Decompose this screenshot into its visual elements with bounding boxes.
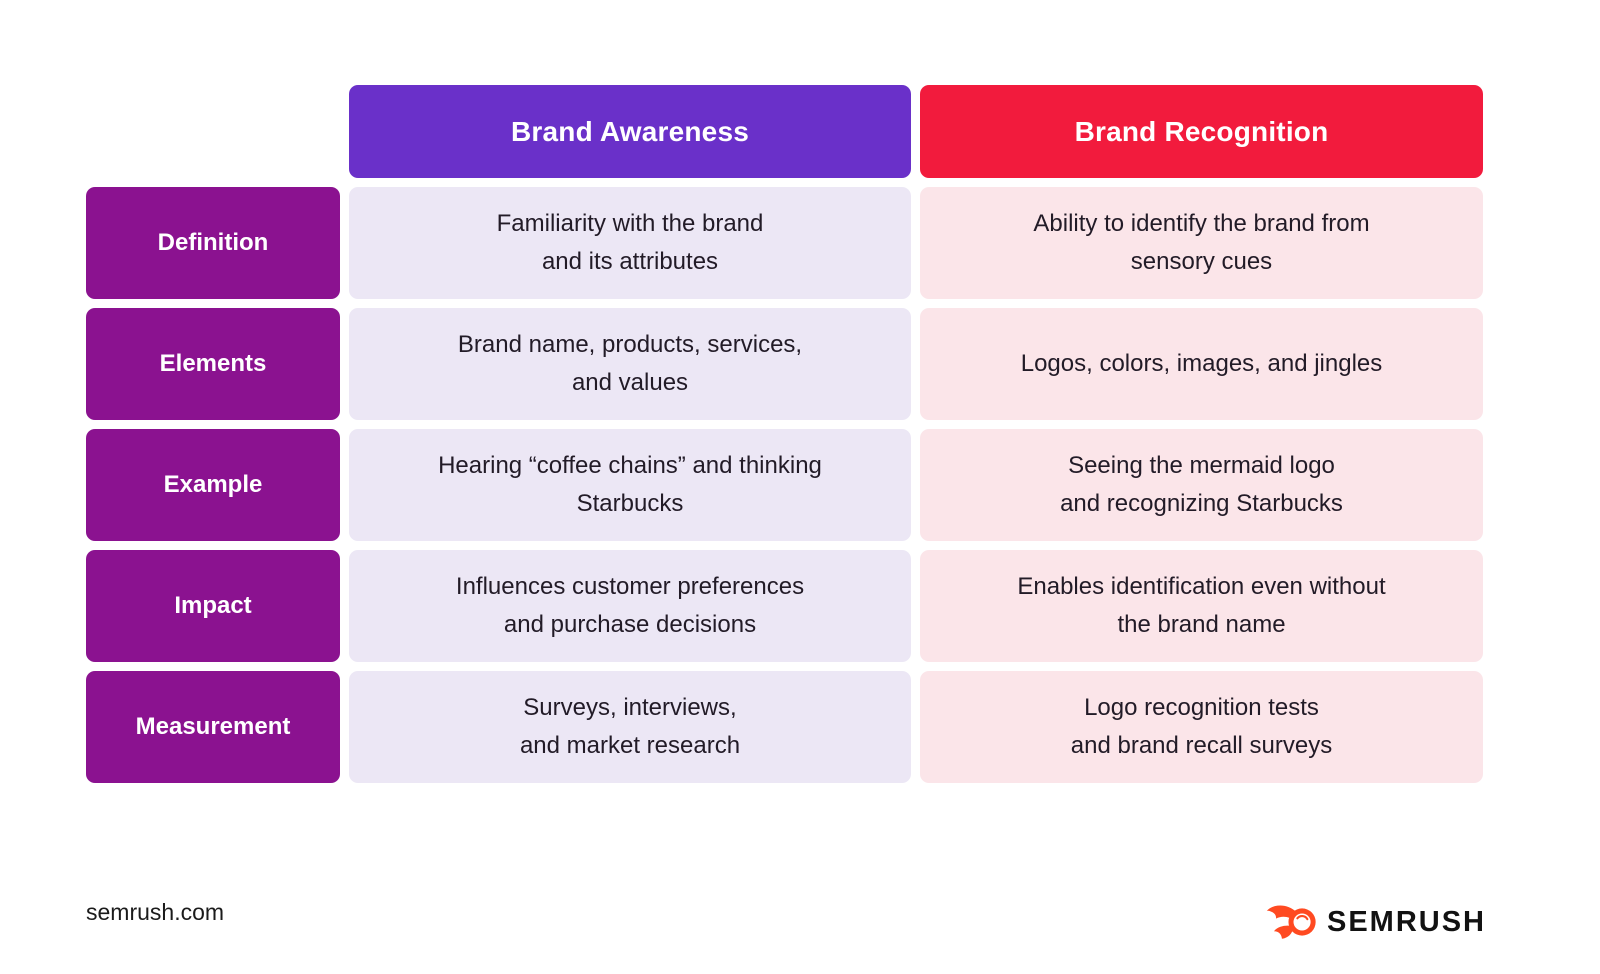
cell-elements-recognition: Logos, colors, images, and jingles	[920, 308, 1483, 420]
row-label-definition: Definition	[86, 187, 340, 299]
comparison-table: Brand Awareness Brand Recognition Defini…	[86, 85, 1483, 783]
table-corner-spacer	[86, 85, 340, 178]
cell-example-recognition: Seeing the mermaid logo and recognizing …	[920, 429, 1483, 541]
semrush-wordmark: SEMRUSH	[1326, 905, 1486, 938]
cell-elements-awareness: Brand name, products, services, and valu…	[349, 308, 911, 420]
semrush-logo: SEMRUSH	[1266, 901, 1486, 943]
row-label-example: Example	[86, 429, 340, 541]
cell-example-awareness: Hearing “coffee chains” and thinking Sta…	[349, 429, 911, 541]
cell-impact-recognition: Enables identification even without the …	[920, 550, 1483, 662]
cell-definition-awareness: Familiarity with the brand and its attri…	[349, 187, 911, 299]
cell-measurement-recognition: Logo recognition tests and brand recall …	[920, 671, 1483, 783]
row-label-measurement: Measurement	[86, 671, 340, 783]
cell-definition-recognition: Ability to identify the brand from senso…	[920, 187, 1483, 299]
row-label-elements: Elements	[86, 308, 340, 420]
column-header-brand-awareness: Brand Awareness	[349, 85, 911, 178]
cell-impact-awareness: Influences customer preferences and purc…	[349, 550, 911, 662]
site-url: semrush.com	[86, 899, 225, 925]
cell-measurement-awareness: Surveys, interviews, and market research	[349, 671, 911, 783]
column-header-brand-recognition: Brand Recognition	[920, 85, 1483, 178]
row-label-impact: Impact	[86, 550, 340, 662]
semrush-flame-icon	[1266, 901, 1318, 943]
